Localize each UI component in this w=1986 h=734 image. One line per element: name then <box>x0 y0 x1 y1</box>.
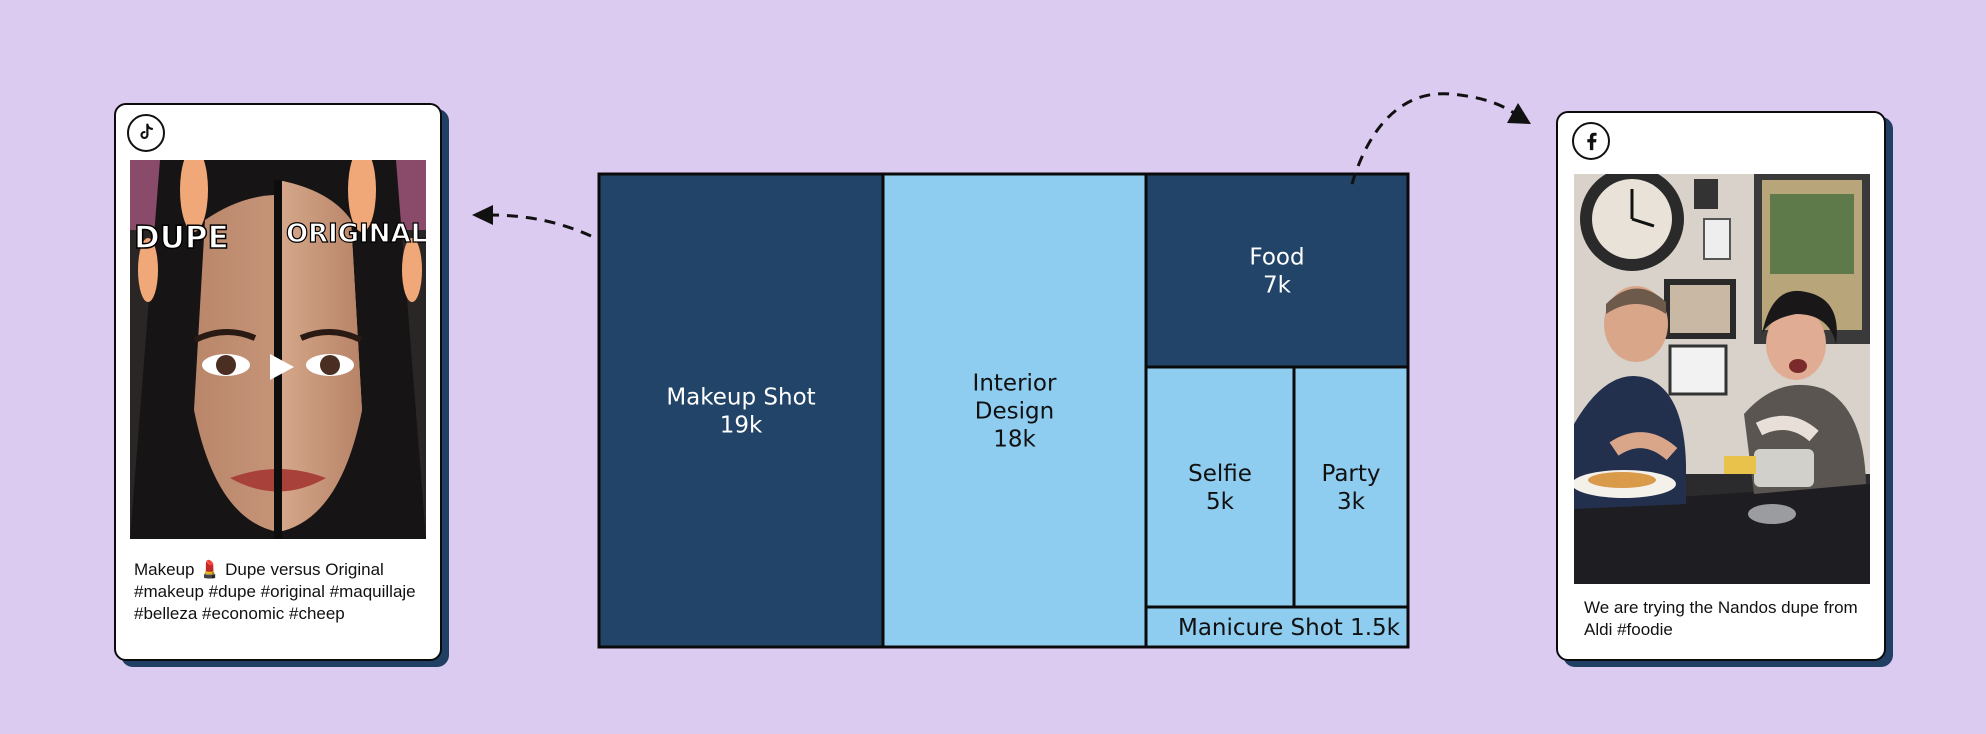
treemap-tile-food <box>1144 172 1410 369</box>
treemap-tile-selfie <box>1144 365 1296 609</box>
treemap-tile-manicure-shot <box>1144 605 1410 649</box>
treemap-tile-makeup-shot <box>597 172 885 649</box>
overlay-dupe-text: DUPE <box>134 220 229 256</box>
tiktok-icon <box>127 114 165 152</box>
facebook-post-card[interactable]: We are trying the Nandos dupe from Aldi … <box>1556 111 1886 661</box>
facebook-icon <box>1572 122 1610 160</box>
overlay-original-text: ORIGINAL <box>286 219 426 249</box>
treemap-tile-party <box>1292 365 1410 609</box>
post-caption: We are trying the Nandos dupe from Aldi … <box>1584 598 1858 639</box>
video-thumbnail[interactable]: DUPE ORIGINAL <box>130 160 426 539</box>
tiktok-post-card[interactable]: DUPE ORIGINAL Makeup 💄 Dupe versus Origi… <box>114 103 442 661</box>
photo-thumbnail[interactable] <box>1574 174 1870 584</box>
treemap-label-manicure-shot: Manicure Shot 1.5k <box>1178 615 1401 641</box>
play-icon[interactable] <box>270 354 294 380</box>
post-caption: Makeup 💄 Dupe versus Original #makeup #d… <box>134 560 416 623</box>
